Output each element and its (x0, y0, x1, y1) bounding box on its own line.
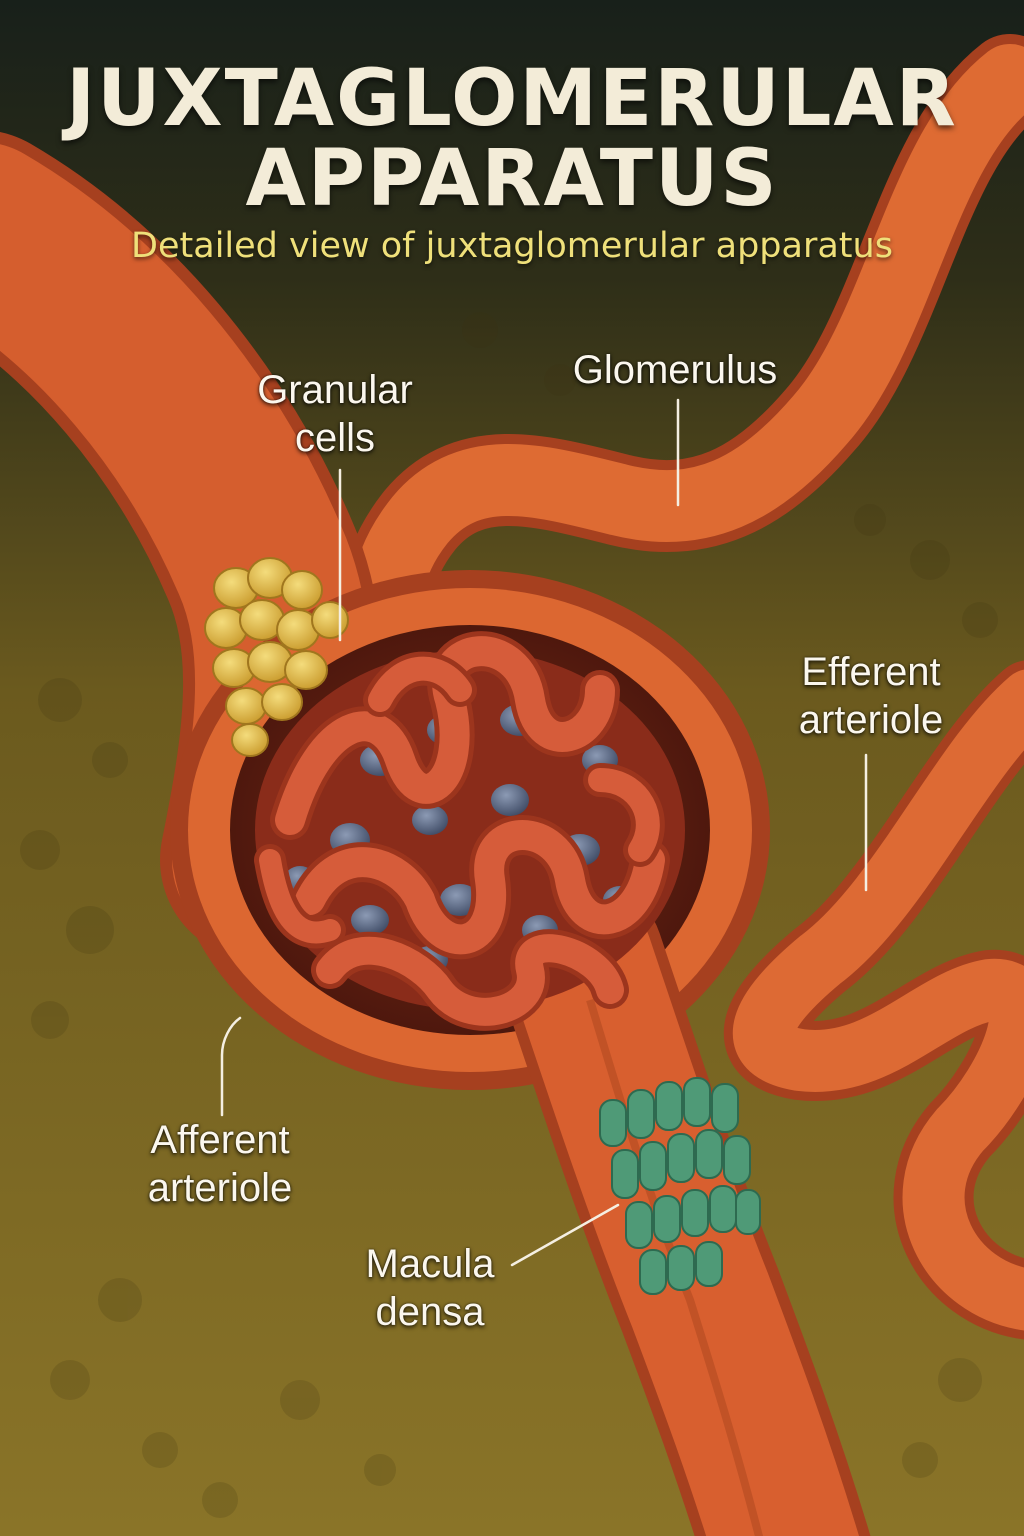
label-macula-densa: Macula densa (340, 1240, 520, 1336)
granular-cells-cluster (204, 557, 349, 757)
efferent-arteriole-vessel (724, 660, 1024, 1340)
macula-densa-band (599, 1077, 761, 1295)
label-afferent-arteriole-line1: Afferent (150, 1118, 290, 1162)
distal-tubule (496, 876, 871, 1536)
label-glomerulus: Glomerulus (572, 348, 778, 392)
label-afferent-arteriole: Afferent arteriole (120, 1116, 320, 1212)
upper-vessel (340, 34, 1024, 696)
label-granular-cells-line2: cells (294, 416, 376, 460)
title-line-1: JUXTAGLOMERULAR (66, 54, 958, 144)
subtitle: Detailed view of juxtaglomerular apparat… (131, 226, 893, 266)
label-granular-cells: Granular cells (240, 366, 430, 462)
afferent-arteriole-leader (220, 1016, 242, 1117)
label-granular-cells-line1: Granular (257, 368, 413, 412)
macula-densa-leader (510, 1203, 620, 1267)
label-efferent-arteriole: Efferent arteriole (776, 648, 966, 744)
label-macula-densa-line2: densa (375, 1290, 485, 1334)
leader-lines (220, 398, 868, 1267)
label-macula-densa-line1: Macula (365, 1242, 495, 1286)
label-afferent-arteriole-line2: arteriole (147, 1166, 293, 1210)
title-line-2: APPARATUS (245, 134, 779, 224)
capillary-tuft (254, 631, 685, 1031)
background-texture (20, 312, 998, 1518)
capillary-loops (254, 631, 670, 1031)
label-efferent-arteriole-line1: Efferent (801, 650, 941, 694)
label-efferent-arteriole-line2: arteriole (798, 698, 944, 742)
